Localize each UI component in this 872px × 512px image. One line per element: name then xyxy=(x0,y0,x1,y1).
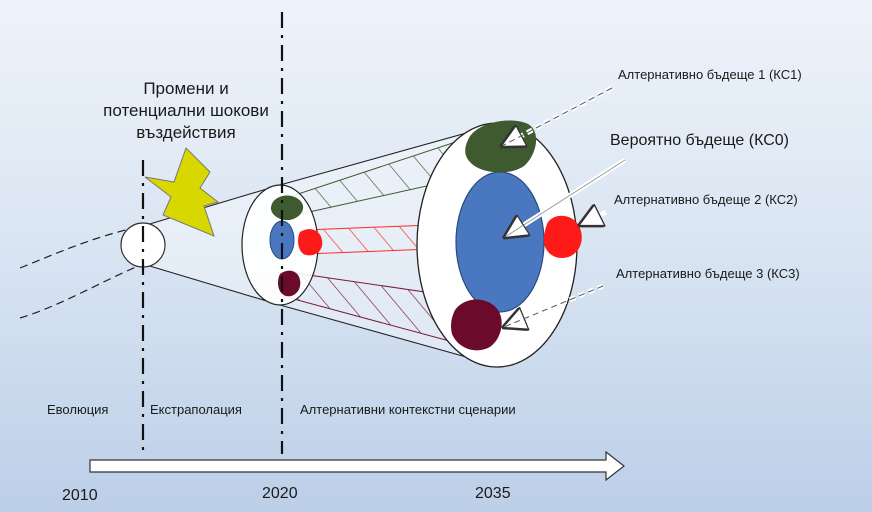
year-2035-label: 2035 xyxy=(475,485,511,502)
arrow-kc2 xyxy=(580,212,608,225)
evolution-curve-lower xyxy=(19,263,144,319)
lightning-bolt-icon xyxy=(144,147,220,237)
alt-future-3-label: Алтернативно бъдеще 3 (КС3) xyxy=(616,266,800,281)
shocks-label: Промени и потенциални шокови въздействия xyxy=(103,79,269,142)
kc2-blob-2035 xyxy=(543,215,582,258)
alt-future-2-label: Алтернативно бъдеще 2 (КС2) xyxy=(614,192,798,207)
arrow-kc1-outline xyxy=(501,87,613,147)
kc3-blob-2020 xyxy=(278,270,301,297)
alt-future-1-label: Алтернативно бъдеще 1 (КС1) xyxy=(618,67,802,82)
timeline-arrow xyxy=(89,450,625,482)
probable-future-label: Вероятно бъдеще (КС0) xyxy=(610,132,789,149)
kc3-blob-2035 xyxy=(451,299,502,351)
kc2-blob-2020 xyxy=(298,229,323,256)
evolution-curve-upper xyxy=(19,225,144,269)
year-2020-label: 2020 xyxy=(262,485,298,502)
arrow-kc3-outline xyxy=(503,285,604,328)
kc1-blob-2020 xyxy=(270,195,304,221)
phase-extrapolation-label: Екстраполация xyxy=(150,402,242,417)
arrow-kc0-outline xyxy=(504,159,626,238)
phase-scenarios-label: Алтернативни контекстни сценарии xyxy=(300,402,516,417)
year-2010-label: 2010 xyxy=(62,487,98,504)
phase-evolution-label: Еволюция xyxy=(47,402,109,417)
kc0-blob-2035 xyxy=(455,171,545,313)
